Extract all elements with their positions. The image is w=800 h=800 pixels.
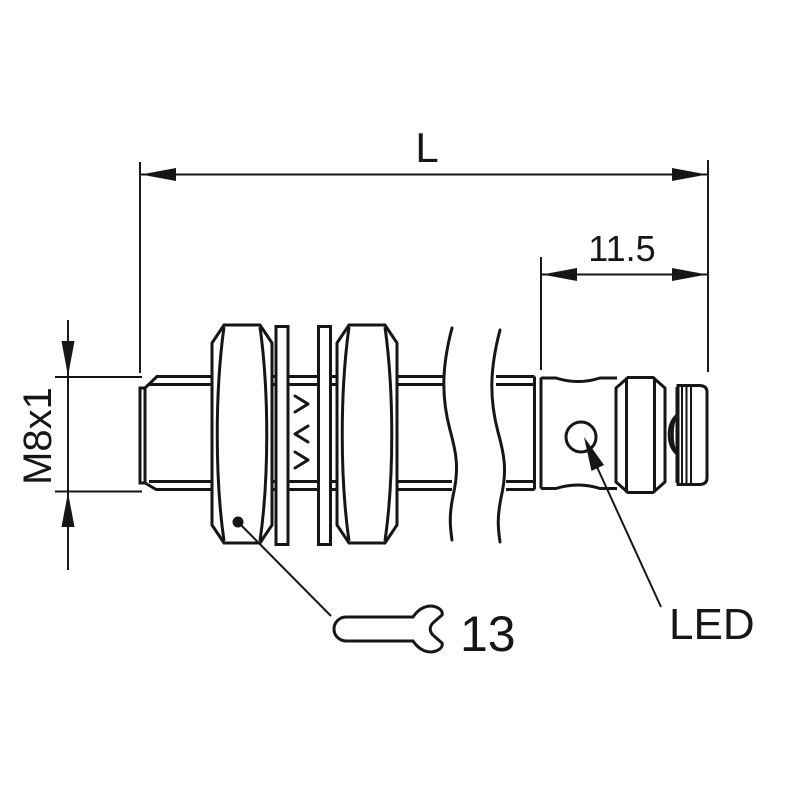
- knurl-notch-inner: [670, 414, 678, 455]
- hex-nut-2: [335, 323, 399, 545]
- dimension-rear-length: 11.5: [540, 228, 707, 370]
- wrench-size-callout: 13: [232, 516, 516, 662]
- nut-facet-right: [383, 326, 394, 542]
- thread-label: M8x1: [16, 387, 60, 485]
- arrowhead-up-icon: [61, 492, 75, 527]
- break-line-1: [442, 326, 459, 542]
- housing-top-edge: [541, 376, 617, 383]
- nut-facet-right: [258, 326, 269, 542]
- dimension-overall-length: L: [139, 124, 709, 373]
- sleeve-outline: [676, 384, 709, 486]
- arrowhead-right-icon: [672, 268, 707, 281]
- dimension-thread: M8x1: [16, 320, 142, 570]
- arrowhead-down-icon: [61, 341, 75, 376]
- leader-line: [237, 521, 332, 617]
- leader-line: [596, 466, 662, 608]
- thread-mark: [293, 394, 310, 414]
- sensor-body: [138, 323, 709, 546]
- cap-outline: [138, 375, 159, 492]
- washer-1: [274, 325, 290, 546]
- thread-mark: [293, 450, 310, 470]
- dim-label-rear-length: 11.5: [588, 228, 655, 269]
- led-callout: LED: [584, 437, 755, 649]
- connector-nut-outline: [614, 376, 667, 494]
- washer-2: [317, 325, 332, 546]
- nut-outline: [335, 323, 399, 545]
- break-lines: [442, 326, 507, 544]
- housing-bottom-edge: [541, 483, 617, 490]
- arrowhead-left-icon: [141, 168, 176, 181]
- connector-nut: [614, 376, 667, 494]
- nut-facet-left: [340, 326, 351, 542]
- arrowhead-left-icon: [542, 268, 577, 281]
- leader-arrowhead-icon: [584, 437, 604, 471]
- led-label: LED: [669, 600, 755, 649]
- hex-nut-1: [210, 323, 274, 545]
- wrench-size-label: 13: [460, 606, 516, 662]
- dim-label-overall-length: L: [415, 124, 438, 171]
- thread-profile-marks: [293, 394, 310, 470]
- break-line-2: [490, 328, 507, 544]
- connector-end-sleeve: [676, 384, 709, 486]
- thread-mark: [293, 424, 310, 444]
- wrench-icon: [332, 604, 444, 654]
- arrowhead-right-icon: [672, 168, 707, 181]
- nut-facet-left: [215, 326, 226, 542]
- sensing-face-cap: [138, 375, 159, 492]
